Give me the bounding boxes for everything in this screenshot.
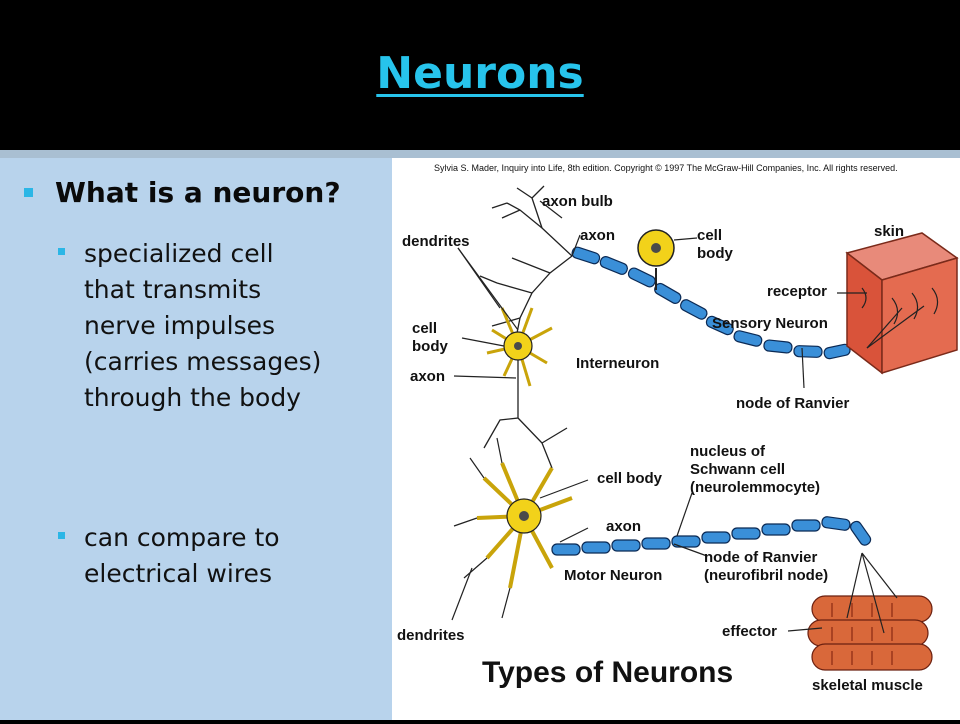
diagram-copyright: Sylvia S. Mader, Inquiry into Life, 8th … [434,163,898,173]
sub-bullet-1: specialized cell that transmits nerve im… [58,236,378,416]
sensory-cell-body [637,229,675,290]
label-cell-body-left: cell [412,320,437,337]
label-nucleus-schwann-line2: Schwann cell [690,461,785,478]
main-bullet-text: What is a neuron? [55,176,341,209]
neuron-diagram: Sylvia S. Mader, Inquiry into Life, 8th … [392,158,960,720]
title-divider [0,150,960,158]
label-cell-body-left-line2: body [412,338,448,355]
sub-bullet-2-text: can compare to electrical wires [84,523,280,588]
bullet-square-icon [58,532,65,539]
sub-bullet-2: can compare to electrical wires [58,520,378,592]
label-skeletal-muscle: skeletal muscle [812,677,923,694]
label-cell-body-top-line2: body [697,245,733,262]
sensory-axon [571,246,875,360]
axon-bulb-branches [479,185,573,349]
title-bar: Neurons [0,0,960,150]
label-skin: skin [874,223,904,240]
label-motor-neuron: Motor Neuron [564,567,662,584]
motor-axon [551,516,872,556]
label-axon-motor: axon [606,518,641,535]
label-axon-bulb: axon bulb [542,193,613,210]
interneuron [483,307,568,469]
label-nucleus-schwann: nucleus of [690,443,766,460]
label-axon-left: axon [410,368,445,385]
label-nucleus-schwann-line3: (neurolemmocyte) [690,479,820,496]
bullet-square-icon [24,188,33,197]
label-cell-body-top: cell [697,227,722,244]
slide-title: Neurons [376,48,584,99]
label-node-ranvier-top: node of Ranvier [736,395,850,412]
skeletal-muscle [807,552,933,671]
label-dendrites-top: dendrites [402,233,470,250]
label-dendrites-bottom: dendrites [397,627,465,644]
label-types-title: Types of Neurons [482,656,733,689]
main-bullet: What is a neuron? [24,176,394,209]
label-node-ranvier-bottom: node of Ranvier [704,549,818,566]
motor-neuron-body [453,437,573,619]
sub-bullet-1-text: specialized cell that transmits nerve im… [84,239,322,412]
skin-block [845,232,959,375]
label-effector: effector [722,623,777,640]
label-receptor: receptor [767,283,827,300]
label-axon-top: axon [580,227,615,244]
label-cell-body-motor: cell body [597,470,663,487]
label-interneuron: Interneuron [576,355,659,372]
bullet-square-icon [58,248,65,255]
text-panel [0,158,392,720]
label-sensory-neuron: Sensory Neuron [712,315,828,332]
label-node-ranvier-bottom-line2: (neurofibril node) [704,567,828,584]
label-leader-lines [451,200,867,632]
